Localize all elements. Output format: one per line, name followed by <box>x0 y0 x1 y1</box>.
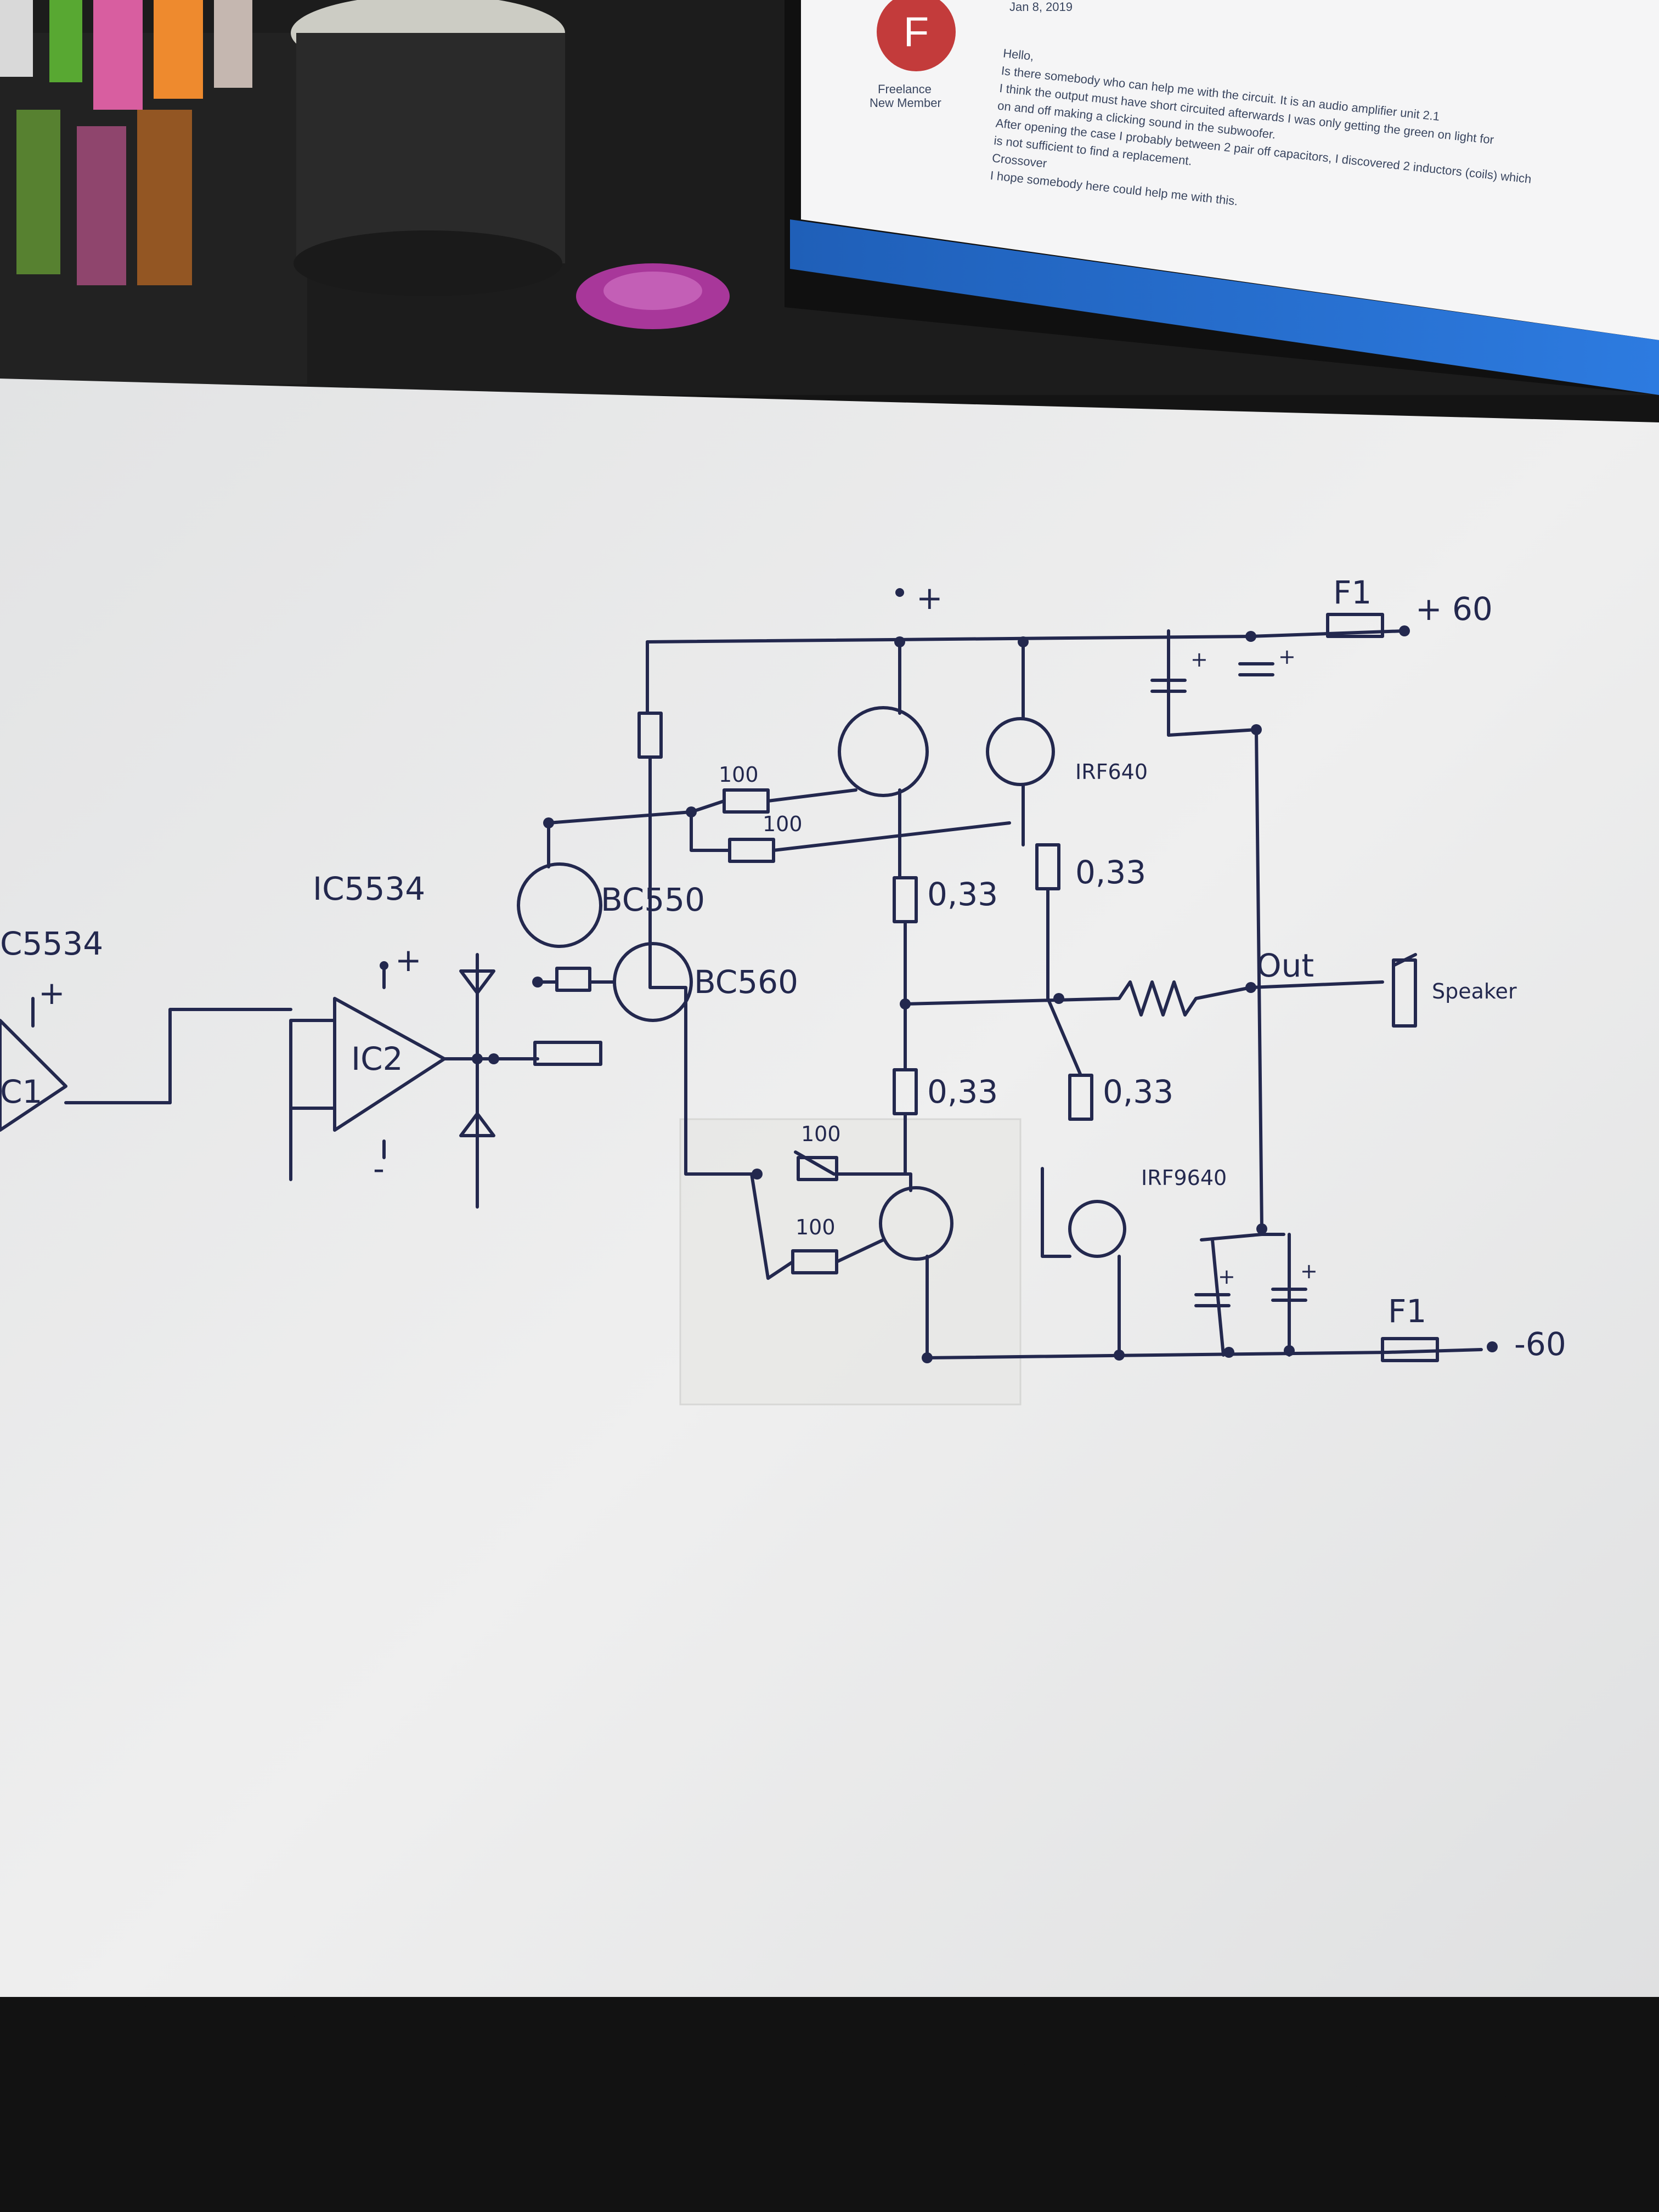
label-far-left-plus: + <box>38 974 65 1012</box>
label-mosfet-top: IRF640 <box>1075 760 1148 784</box>
label-res-033-c: 0,33 <box>927 1073 998 1110</box>
avatar <box>877 0 956 71</box>
forum-post-line: Hello, <box>1002 46 1035 63</box>
avatar-letter: F <box>904 9 929 55</box>
label-res-033-a: 0,33 <box>927 876 998 913</box>
label-out: Out <box>1256 947 1314 984</box>
label-fuse-top: F1 <box>1333 574 1372 611</box>
label-rail-pos: + 60 <box>1415 590 1493 628</box>
label-ic-far-left: C5534 <box>0 925 103 962</box>
label-fuse-bottom: F1 <box>1388 1293 1426 1330</box>
label-res-033-d: 0,33 <box>1103 1073 1173 1110</box>
label-cap-plus-bottom-b: + <box>1300 1259 1318 1283</box>
forum-user-role: New Member <box>870 96 941 110</box>
label-rail-neg: -60 <box>1514 1325 1566 1363</box>
label-top-plus: + <box>916 579 943 617</box>
label-ic-left: IC5534 <box>313 870 425 907</box>
label-res-100-d: 100 <box>795 1215 836 1239</box>
tape-roll <box>291 0 565 296</box>
label-res-100-b: 100 <box>763 812 803 836</box>
schematic-drawing <box>0 588 1498 1363</box>
label-bc560: BC560 <box>694 963 798 1001</box>
label-cap-plus-bottom-a: + <box>1218 1265 1235 1289</box>
monitor <box>785 0 1659 395</box>
label-ic2: IC2 <box>351 1040 403 1077</box>
label-cap-plus-top-a: + <box>1190 647 1208 672</box>
label-ic2-plus: + <box>395 941 422 979</box>
pen-cup <box>0 0 307 384</box>
label-res-100-c: 100 <box>801 1122 841 1146</box>
label-res-100-a: 100 <box>719 763 759 787</box>
label-ic-far-left-box: C1 <box>0 1073 42 1110</box>
forum-username: Freelance <box>878 82 932 96</box>
tape-patch <box>679 1118 1022 1406</box>
forum-post-date: Jan 8, 2019 <box>1009 0 1073 14</box>
purple-cup <box>576 263 730 329</box>
label-speaker: Speaker <box>1432 979 1517 1003</box>
label-cap-plus-top-b: + <box>1278 645 1296 669</box>
label-ic2-minus: - <box>373 1150 385 1187</box>
label-mosfet-bottom: IRF9640 <box>1141 1166 1227 1190</box>
label-bc550: BC550 <box>601 881 705 918</box>
label-res-033-b: 0,33 <box>1075 854 1146 891</box>
